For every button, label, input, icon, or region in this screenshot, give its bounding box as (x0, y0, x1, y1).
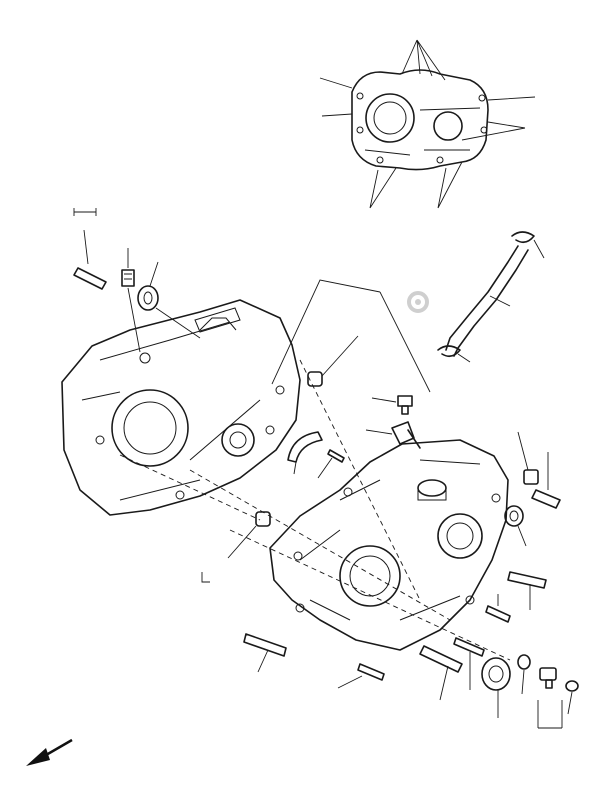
direction-arrow-icon (26, 738, 73, 766)
breather-hose (445, 245, 529, 357)
bolt-6-bottom (357, 663, 385, 681)
crankcase-right-half (269, 439, 509, 651)
hose-clip-top (511, 231, 535, 244)
crankcase-left-half (61, 299, 301, 516)
bolt-8 (243, 633, 287, 657)
drain-plug (121, 269, 135, 287)
pan-screw (327, 449, 345, 463)
bolt-7-mid (453, 637, 485, 657)
retaining-plate (287, 431, 323, 463)
flange-bolt (531, 489, 561, 509)
gasket-washer (565, 680, 579, 692)
long-bolt (507, 571, 547, 589)
oil-seal (137, 285, 159, 311)
crankcase-top-view (319, 39, 536, 209)
bearing (481, 657, 511, 691)
stud-bolt (73, 267, 107, 290)
dowel-pin-top (307, 371, 323, 387)
drain-plug-right (523, 469, 539, 485)
breather-fitting (391, 421, 421, 449)
oil-plug (539, 667, 557, 689)
gear-icon (407, 291, 429, 313)
hollow-bolt (397, 395, 413, 415)
crank-oil-seal (504, 505, 524, 527)
dowel-pin-bottom (255, 511, 271, 527)
long-bolt-bottom (419, 645, 463, 673)
o-ring (517, 654, 531, 670)
hose-clip-bottom (437, 345, 461, 358)
bolt-mid (485, 605, 511, 623)
